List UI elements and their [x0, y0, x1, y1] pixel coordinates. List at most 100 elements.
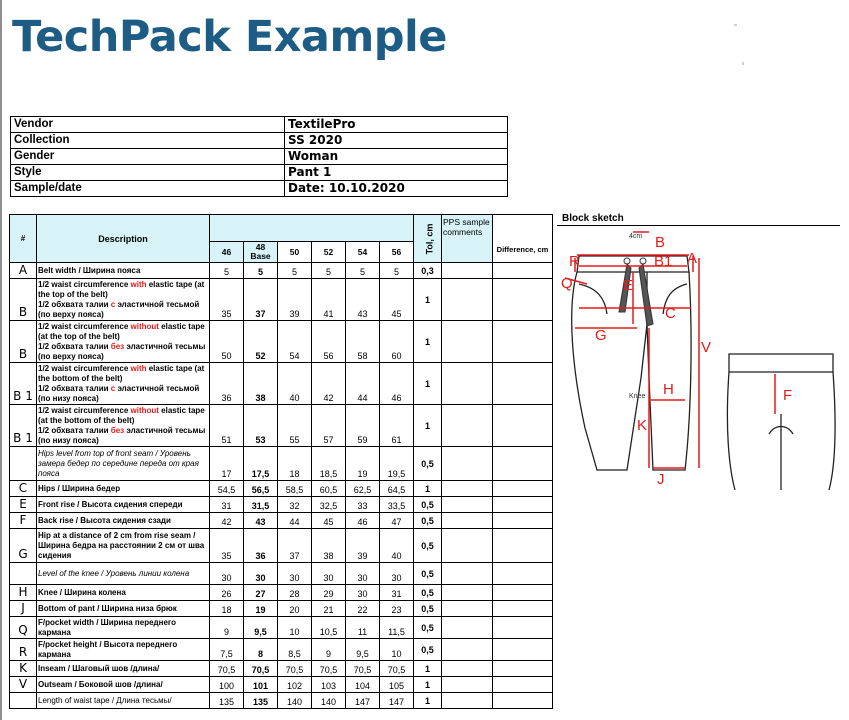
- difference-cell[interactable]: [492, 562, 553, 585]
- tolerance-value: 1: [413, 278, 442, 321]
- size-54-value: 44: [345, 362, 380, 405]
- measurement-letter: [9, 692, 37, 709]
- label-f: F: [783, 387, 792, 404]
- difference-cell[interactable]: [492, 446, 553, 481]
- measurement-description: 1/2 waist circumference with elastic tap…: [36, 278, 210, 321]
- pps-comment-cell[interactable]: [441, 660, 493, 677]
- table-row: Level of the knee / Уровень линии колена…: [9, 562, 553, 585]
- tolerance-header-text: Tol, cm: [424, 223, 435, 254]
- difference-cell[interactable]: [492, 584, 553, 601]
- pps-comment-cell[interactable]: [441, 692, 493, 709]
- tolerance-value: 1: [413, 404, 442, 447]
- difference-cell[interactable]: [492, 362, 553, 405]
- difference-cell[interactable]: [492, 600, 553, 617]
- pps-comment-cell[interactable]: [441, 616, 493, 639]
- difference-cell[interactable]: [492, 262, 553, 279]
- eyelet-left: [623, 257, 631, 265]
- size-56-header: 56: [379, 241, 414, 263]
- difference-cell[interactable]: [492, 692, 553, 709]
- description-text: elastic tape (at the top of the belt): [38, 321, 205, 341]
- difference-cell[interactable]: [492, 404, 553, 447]
- tolerance-value: 0,5: [413, 600, 442, 617]
- difference-cell[interactable]: [492, 528, 553, 563]
- measurement-letter: R: [9, 638, 37, 661]
- difference-cell[interactable]: [492, 660, 553, 677]
- size-50-value: 30: [277, 562, 312, 585]
- size-56-value: 60: [379, 320, 414, 363]
- pps-comment-cell[interactable]: [441, 446, 493, 481]
- difference-cell[interactable]: [492, 676, 553, 693]
- pps-comment-cell[interactable]: [441, 278, 493, 321]
- size-48-value: 30: [243, 562, 278, 585]
- size-46-value: 35: [209, 528, 244, 563]
- pps-comment-cell[interactable]: [441, 600, 493, 617]
- size-52-value: 18,5: [311, 446, 346, 481]
- difference-cell[interactable]: [492, 616, 553, 639]
- measurement-letter: H: [9, 584, 37, 601]
- measurement-description: Level of the knee / Уровень линии колена: [36, 562, 210, 585]
- pps-comment-cell[interactable]: [441, 512, 493, 529]
- stray-mark: [742, 62, 744, 65]
- description-text: 1/2 waist circumference: [38, 405, 131, 415]
- label-k: K: [637, 417, 647, 434]
- size-52-header: 52: [311, 241, 346, 263]
- size-54-value: 39: [345, 528, 380, 563]
- size-48-value: 37: [243, 278, 278, 321]
- difference-cell[interactable]: [492, 512, 553, 529]
- measurement-description: Hips level from top of front seam / Уров…: [36, 446, 210, 481]
- size-48-value: 36: [243, 528, 278, 563]
- pps-comment-cell[interactable]: [441, 528, 493, 563]
- pps-comment-cell[interactable]: [441, 638, 493, 661]
- back-crotch-curve: [768, 425, 794, 435]
- size-46-value: 30: [209, 562, 244, 585]
- measurement-description: Front rise / Высота сидения спереди: [36, 496, 210, 513]
- size-48-value: 31,5: [243, 496, 278, 513]
- pps-comment-cell[interactable]: [441, 676, 493, 693]
- size-54-value: 19: [345, 446, 380, 481]
- label-r: R: [569, 253, 580, 270]
- measurement-letter: E: [9, 496, 37, 513]
- measurement-description: Knee / Ширина колена: [36, 584, 210, 601]
- size-46-value: 17: [209, 446, 244, 481]
- measurement-lines: [564, 231, 776, 469]
- front-pocket-left: [578, 283, 608, 315]
- size-56-value: 40: [379, 528, 414, 563]
- pps-comment-cell[interactable]: [441, 262, 493, 279]
- pps-comment-cell[interactable]: [441, 496, 493, 513]
- size-56-value: 5: [379, 262, 414, 279]
- pps-comment-cell[interactable]: [441, 404, 493, 447]
- measurement-letter: B: [9, 320, 37, 363]
- difference-cell[interactable]: [492, 496, 553, 513]
- size-52-value: 30: [311, 562, 346, 585]
- size-54-value: 147: [345, 692, 380, 709]
- size-50-value: 54: [277, 320, 312, 363]
- size-48-value: 17,5: [243, 446, 278, 481]
- pps-comment-cell[interactable]: [441, 362, 493, 405]
- pps-comment-cell[interactable]: [441, 562, 493, 585]
- size-52-value: 5: [311, 262, 346, 279]
- description-text: elastic tape (at the bottom of the belt): [38, 405, 205, 425]
- size-54-value: 9,5: [345, 638, 380, 661]
- size-48-value: 8: [243, 638, 278, 661]
- pps-comment-cell[interactable]: [441, 320, 493, 363]
- size-56-value: 10: [379, 638, 414, 661]
- vendor-value: TextilePro: [284, 116, 508, 133]
- size-52-value: 45: [311, 512, 346, 529]
- label-four-cm: 4cm: [629, 233, 642, 240]
- size-48-label: 48: [255, 242, 266, 252]
- size-54-value: 58: [345, 320, 380, 363]
- size-46-value: 18: [209, 600, 244, 617]
- size-46-value: 7,5: [209, 638, 244, 661]
- pps-comment-cell[interactable]: [441, 584, 493, 601]
- description-text: 1/2 обхвата талии: [38, 299, 111, 309]
- difference-cell[interactable]: [492, 638, 553, 661]
- header-row: # Description Tol, cm PPS sample comment…: [9, 214, 553, 263]
- difference-cell[interactable]: [492, 320, 553, 363]
- pps-comment-cell[interactable]: [441, 480, 493, 497]
- size-56-value: 19,5: [379, 446, 414, 481]
- difference-cell[interactable]: [492, 278, 553, 321]
- difference-cell[interactable]: [492, 480, 553, 497]
- pps-comments-header: PPS sample comments: [441, 214, 493, 263]
